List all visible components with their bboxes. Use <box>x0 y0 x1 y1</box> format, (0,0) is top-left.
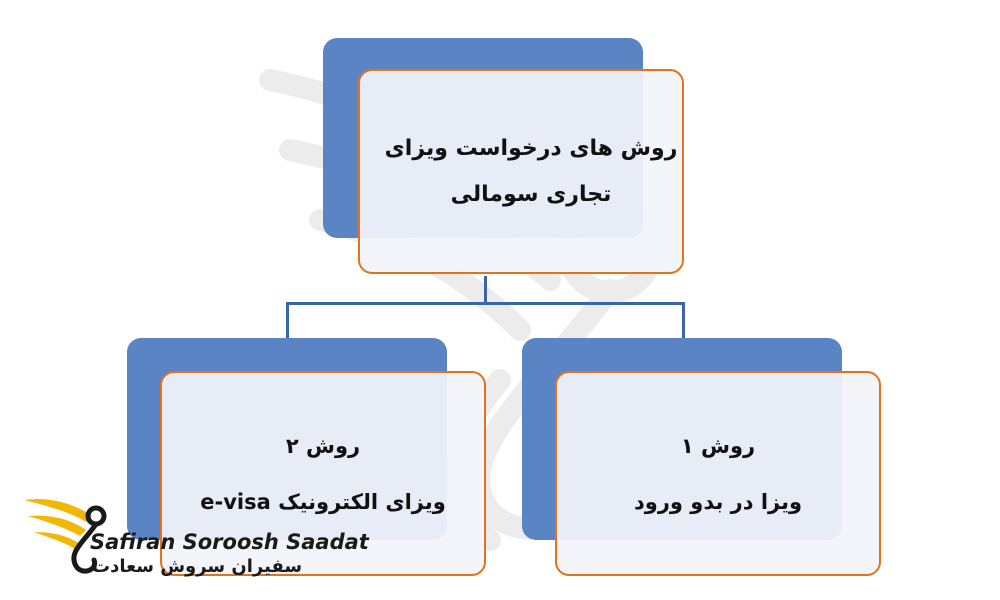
connector-vertical-right <box>682 302 685 338</box>
method-left-description: ویزای الکترونیک e-visa <box>200 489 446 514</box>
logo-text-persian: سفیران سروش سعادت <box>92 556 303 577</box>
method-left-box: روش ۲ ویزای الکترونیک e-visa <box>160 371 486 576</box>
root-box: روش های درخواست ویزای تجاری سومالی <box>358 69 684 274</box>
method-right-box: روش ۱ ویزا در بدو ورود <box>555 371 881 576</box>
connector-horizontal <box>286 302 685 305</box>
root-title-line-1: روش های درخواست ویزای <box>384 135 678 161</box>
connector-vertical-left <box>286 302 289 338</box>
connector-vertical-root <box>484 276 487 304</box>
method-right-heading: روش ۱ <box>680 433 756 458</box>
company-logo-icon <box>24 498 107 574</box>
method-left-heading: روش ۲ <box>285 433 361 458</box>
method-right-description: ویزا در بدو ورود <box>633 489 803 514</box>
logo-text-english: Safiran Soroosh Saadat <box>90 530 369 554</box>
root-title-line-2: تجاری سومالی <box>450 181 612 207</box>
